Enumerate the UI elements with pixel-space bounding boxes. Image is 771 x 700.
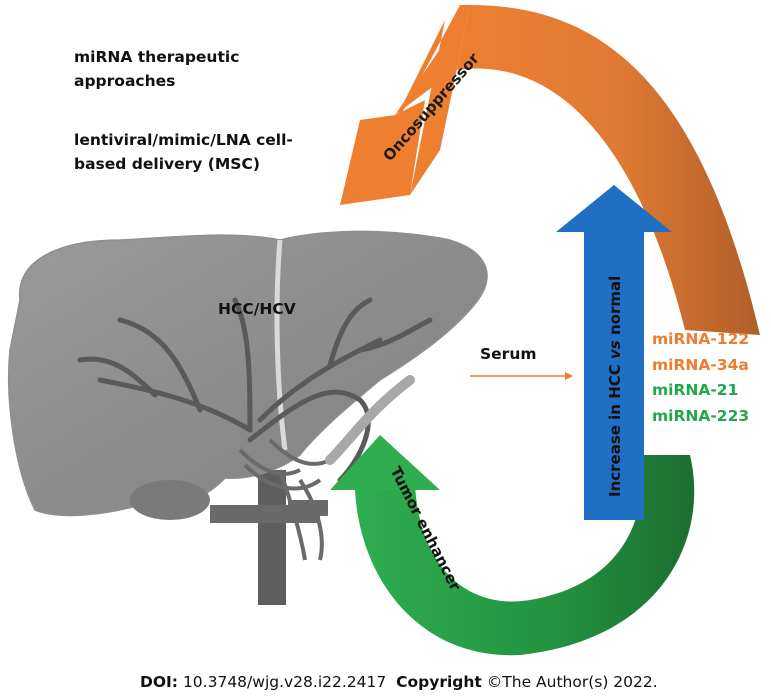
therapy-title-line1: miRNA therapeutic <box>74 48 240 66</box>
doi-value: 10.3748/wjg.v28.i22.2417 <box>178 673 387 691</box>
delivery-line2: based delivery (MSC) <box>74 155 260 173</box>
mirna-21: miRNA-21 <box>652 381 739 399</box>
serum-label: Serum <box>480 345 537 363</box>
mirna-122: miRNA-122 <box>652 330 750 348</box>
doi-label: DOI: <box>140 673 179 691</box>
oncosuppressor-arrow <box>340 5 760 335</box>
increase-label-prefix: Increase in HCC <box>606 359 624 497</box>
increase-arrow <box>556 185 672 520</box>
copyright-value: ©The Author(s) 2022. <box>481 673 658 691</box>
liver-illustration <box>7 230 488 561</box>
doi-footer: DOI: 10.3748/wjg.v28.i22.2417 Copyright … <box>140 673 658 691</box>
increase-label: Increase in HCC vs normal <box>606 276 624 497</box>
increase-label-vs: vs <box>606 340 624 359</box>
serum-arrow <box>470 372 573 380</box>
therapy-title-line2: approaches <box>74 72 176 90</box>
tumor-enhancer-arrow <box>330 435 695 656</box>
delivery-line1: lentiviral/mimic/LNA cell- <box>74 131 293 149</box>
liver-label: HCC/HCV <box>218 300 296 318</box>
mirna-223: miRNA-223 <box>652 407 750 425</box>
increase-label-suffix: normal <box>606 276 624 341</box>
delivery-text: lentiviral/mimic/LNA cell- based deliver… <box>74 128 293 176</box>
copyright-label: Copyright <box>396 673 482 691</box>
mirna-34a: miRNA-34a <box>652 356 749 374</box>
vena-cava <box>210 470 328 605</box>
therapy-title: miRNA therapeutic approaches <box>74 45 239 93</box>
